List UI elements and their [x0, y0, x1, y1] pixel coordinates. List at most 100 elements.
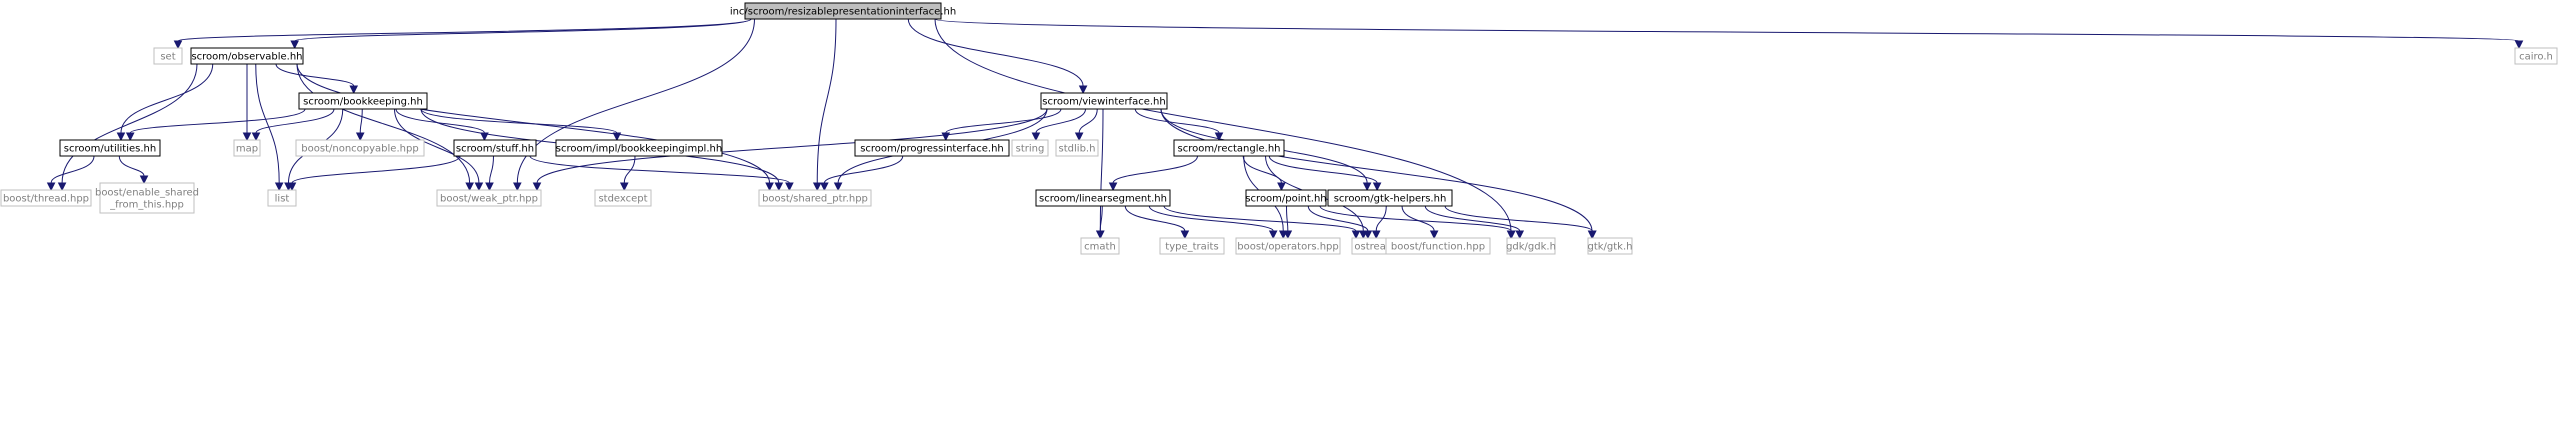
node-box [1040, 92, 1168, 110]
node-box [1035, 189, 1171, 207]
edge-root-to-viewinterface [907, 18, 1088, 95]
node-label: boost/shared_ptr.hpp [762, 194, 868, 205]
node-box [555, 139, 723, 157]
node-label: boost/thread.hpp [3, 194, 89, 205]
node-box [1235, 237, 1341, 255]
node-box [1055, 139, 1099, 157]
node-label: stdexcept [598, 194, 647, 205]
edge-rectangle-to-gtk_helpers [1268, 155, 1382, 192]
node-label: gtk/gtk.h [1587, 242, 1632, 253]
edge-observable-to-list [255, 63, 284, 192]
edge-root-to-observable [290, 18, 752, 50]
node-box [453, 139, 537, 157]
edge-layer [46, 18, 2524, 240]
edge-viewinterface-to-cmath [1096, 108, 1105, 240]
node-label: scroom/progressinterface.hh [860, 144, 1004, 155]
node-weak_ptr: boost/weak_ptr.hpp [436, 189, 542, 207]
node-label: ostream [1354, 242, 1395, 253]
edge-root-to-set [173, 18, 752, 50]
edge-bookkeeping-to-noncopyable [355, 108, 365, 142]
node-label: set [160, 52, 175, 63]
node-label: cmath [1084, 242, 1116, 253]
node-gtk_helpers[interactable]: scroom/gtk-helpers.hh [1327, 189, 1453, 207]
node-gdk: gdk/gdk.h [1506, 237, 1556, 255]
node-label: scroom/rectangle.hh [1177, 144, 1280, 155]
edge-observable-to-weak_ptr [296, 63, 474, 192]
node-noncopyable: boost/noncopyable.hpp [295, 139, 425, 157]
node-box [1506, 237, 1556, 255]
edge-bookkeeping-to-utilities [125, 108, 306, 142]
node-label: cairo.h [2519, 52, 2553, 63]
node-root[interactable]: inc/scroom/resizablepresentationinterfac… [730, 2, 956, 20]
node-box [1011, 139, 1049, 157]
node-layer: inc/scroom/resizablepresentationinterfac… [0, 2, 2558, 255]
node-label: string [1016, 144, 1045, 155]
node-box [153, 47, 183, 65]
edge-bookkeeping-to-map [251, 108, 335, 142]
node-box [594, 189, 652, 207]
node-string: string [1011, 139, 1049, 157]
node-box [758, 189, 872, 207]
node-label: scroom/impl/bookkeepingimpl.hh [556, 144, 722, 155]
edge-progressinterface-to-shared_ptr [820, 155, 904, 192]
edge-observable-to-thread [57, 63, 198, 192]
node-label: inc/scroom/resizablepresentationinterfac… [730, 7, 956, 18]
edge-gtk_helpers-to-gdk [1424, 205, 1525, 240]
node-label: boost/function.hpp [1391, 242, 1485, 253]
node-enable_shared: boost/enable_shared_from_this.hpp [95, 182, 199, 214]
node-point[interactable]: scroom/point.hh [1245, 189, 1327, 207]
node-utilities[interactable]: scroom/utilities.hh [59, 139, 161, 157]
node-shared_ptr: boost/shared_ptr.hpp [758, 189, 872, 207]
node-bookkeepingimpl[interactable]: scroom/impl/bookkeepingimpl.hh [555, 139, 723, 157]
node-box [1327, 189, 1453, 207]
node-linearsegment[interactable]: scroom/linearsegment.hh [1035, 189, 1171, 207]
edge-root-to-cairo [934, 18, 2524, 50]
node-box [233, 139, 261, 157]
node-box [59, 139, 161, 157]
node-box [2514, 47, 2558, 65]
node-box [190, 47, 304, 65]
edge-linearsegment-to-operators [1148, 205, 1278, 240]
node-box [744, 2, 942, 20]
node-box [1159, 237, 1225, 255]
node-label: boost/noncopyable.hpp [301, 144, 418, 155]
node-label: scroom/utilities.hh [64, 144, 156, 155]
node-box [99, 182, 195, 214]
edge-gtk_helpers-to-ostream [1371, 205, 1387, 240]
node-label: boost/enable_shared [95, 188, 199, 199]
edge-observable-to-map [242, 64, 252, 142]
edge-viewinterface-to-weak_ptr [532, 108, 1048, 192]
edge-viewinterface-to-rectangle [1134, 108, 1224, 142]
node-rectangle[interactable]: scroom/rectangle.hh [1173, 139, 1285, 157]
node-box [298, 92, 428, 110]
edge-observable-to-bookkeeping [275, 63, 359, 95]
node-gtk: gtk/gtk.h [1587, 237, 1633, 255]
node-stuff[interactable]: scroom/stuff.hh [453, 139, 537, 157]
node-viewinterface[interactable]: scroom/viewinterface.hh [1040, 92, 1168, 110]
node-label: map [236, 144, 258, 155]
node-label: scroom/stuff.hh [456, 144, 534, 155]
node-label: boost/operators.hpp [1237, 242, 1339, 253]
node-observable[interactable]: scroom/observable.hh [190, 47, 304, 65]
edge-stuff-to-list [287, 155, 461, 192]
node-progressinterface[interactable]: scroom/progressinterface.hh [854, 139, 1010, 157]
node-box [854, 139, 1010, 157]
node-label: stdlib.h [1059, 144, 1096, 155]
edge-observable-to-utilities [116, 63, 214, 142]
node-stdlib: stdlib.h [1055, 139, 1099, 157]
node-label: type_traits [1165, 242, 1218, 253]
node-list: list [267, 189, 297, 207]
edge-root-to-shared_ptr [812, 18, 837, 192]
node-box [436, 189, 542, 207]
edge-point-to-ostream [1307, 205, 1373, 240]
edge-bookkeeping-to-bookkeepingimpl [420, 108, 622, 142]
node-bookkeeping[interactable]: scroom/bookkeeping.hh [298, 92, 428, 110]
node-label: boost/weak_ptr.hpp [440, 194, 538, 205]
edge-viewinterface-to-string [1031, 108, 1086, 142]
node-label: scroom/gtk-helpers.hh [1334, 194, 1447, 205]
edge-rectangle-to-linearsegment [1108, 155, 1198, 192]
node-label: scroom/observable.hh [191, 52, 302, 63]
edge-point-to-operators [1283, 205, 1293, 240]
node-box [1245, 189, 1327, 207]
